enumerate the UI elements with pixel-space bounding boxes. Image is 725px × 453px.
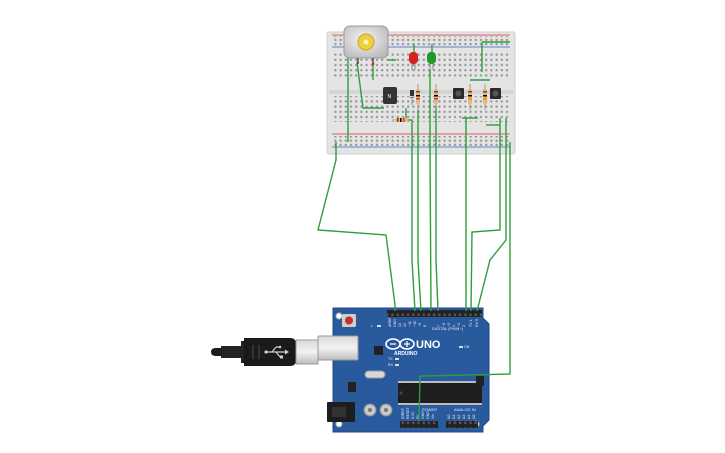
atmega-chip [398,381,482,405]
svg-text:8: 8 [423,325,427,327]
svg-text:5V: 5V [416,414,420,419]
svg-text:A5: A5 [472,415,476,419]
resistor-led-green [434,84,438,110]
green-led [427,52,436,70]
svg-text:~3: ~3 [457,323,461,327]
svg-text:Vin: Vin [431,414,435,419]
usb-cable [211,338,319,366]
digital-pin-labels: AREF GND 13 12 ~11 ~10 ~9 8 7 ~6 ~5 4 ~3… [388,317,479,327]
resistor-button-1 [468,84,472,110]
usb-chip [374,346,383,355]
svg-text:A3: A3 [462,415,466,419]
push-button-1 [453,88,464,99]
power-header-label: POWER [422,407,437,412]
rx-led-label: RX [388,363,394,367]
analog-header-label: ANALOG IN [454,407,476,412]
svg-text:12: 12 [403,323,407,327]
tx-led-label: TX [388,357,393,361]
svg-text:GND: GND [393,319,397,327]
l-led-label: L [371,324,373,328]
svg-text:GND: GND [426,411,430,419]
svg-text:GND: GND [421,411,425,419]
svg-text:4: 4 [452,325,456,327]
transistor-label: N [388,94,392,100]
resistor-button-2 [483,84,487,110]
svg-text:2: 2 [462,325,466,327]
svg-text:~11: ~11 [408,321,412,327]
digital-header [387,310,482,317]
usb-b-port [317,335,359,361]
svg-text:~10: ~10 [413,321,417,327]
jumper-wires [317,70,511,422]
svg-text:7: 7 [437,325,441,327]
model-label: UNO [416,339,441,351]
svg-text:RESET: RESET [406,406,410,419]
brand-label: ARDUINO [394,351,417,357]
dc-power-jack [327,402,355,422]
svg-text:AREF: AREF [388,317,392,327]
status-leds: L TX RX ON [371,324,470,367]
svg-text:A2: A2 [457,415,461,419]
diode [410,90,414,105]
svg-text:13: 13 [398,323,402,327]
resistor-led-red [416,84,420,110]
capacitors [363,403,393,417]
push-button-2 [490,88,501,99]
svg-text:A4: A4 [467,415,471,419]
digital-header-label: DIGITAL (PWM~) [432,326,464,331]
red-led [409,52,418,70]
svg-text:~9: ~9 [418,323,422,327]
reset-button[interactable] [342,314,356,327]
analog-pin-labels: A0 A1 A2 A3 A4 A5 [447,415,476,419]
voltage-regulator [348,382,356,392]
svg-text:RX 0: RX 0 [475,319,479,327]
npn-transistor: N [383,87,397,104]
svg-text:TX 1: TX 1 [469,319,473,327]
svg-text:IOREF: IOREF [401,407,405,419]
power-pin-labels: IOREF RESET 3.3V 5V GND GND Vin [401,406,435,419]
svg-text:3.3V: 3.3V [411,411,415,419]
svg-text:A0: A0 [447,415,451,419]
icsp-header [476,376,484,386]
on-led-label: ON [464,345,470,349]
arduino-logo [385,338,415,350]
svg-text:~5: ~5 [447,323,451,327]
resistor-base [392,118,410,122]
analog-header [446,421,478,428]
svg-text:~6: ~6 [442,323,446,327]
svg-text:A1: A1 [452,415,456,419]
dc-motor [343,25,389,66]
power-header [400,421,438,428]
crystal-oscillator [364,370,386,379]
